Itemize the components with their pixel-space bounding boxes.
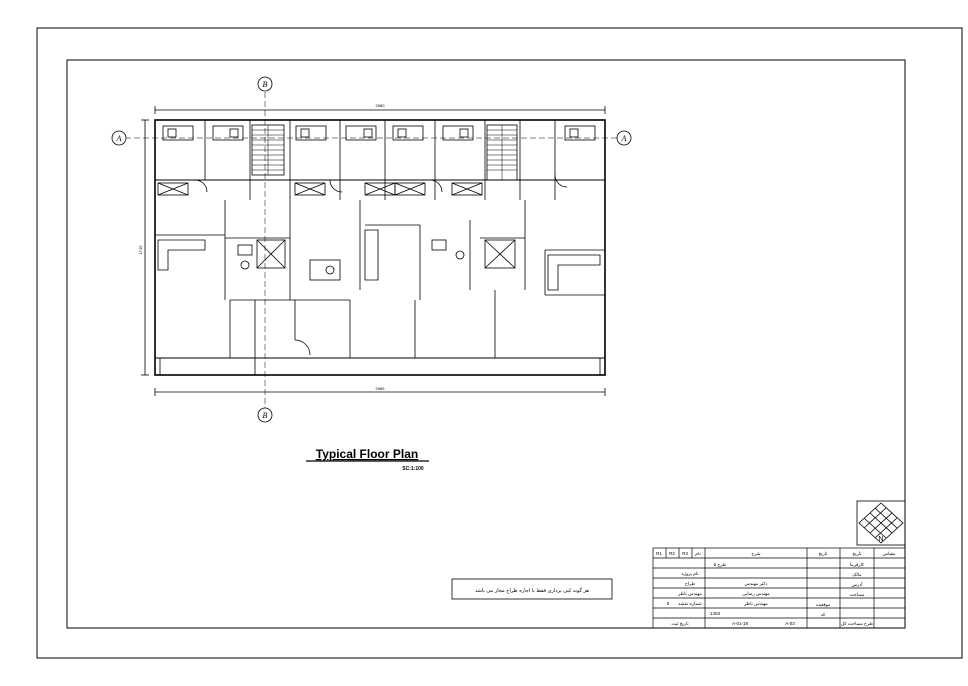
tb-left-2: مهندس ناظر [677, 591, 702, 597]
drawing-scale: SC:1:100 [402, 466, 424, 472]
outer-border [36, 27, 963, 659]
tb-left-1: طراح [685, 581, 696, 587]
svg-text:B: B [263, 411, 268, 420]
tb-left-4: تاریخ ثبت [671, 621, 689, 627]
floor-plan [125, 92, 620, 408]
tb-desc-header: شرح [751, 551, 760, 557]
tb-r1: R1 [656, 551, 662, 556]
tb-mid-4: A-03 [785, 621, 795, 626]
dim-left-label: 1715 [138, 245, 143, 255]
svg-text:A: A [116, 134, 122, 143]
tb-r3: R3 [682, 551, 688, 556]
tb-code: A-01-18 [732, 621, 749, 626]
tb-scale-header: مقیاس [883, 551, 896, 557]
grid-bubble-bottom: B [257, 407, 273, 423]
tb-right-2: آدرس [852, 581, 864, 588]
drawing-title: Typical Floor Plan [316, 447, 418, 461]
title-block [652, 547, 906, 629]
dim-bottom-label: 2985 [376, 386, 386, 391]
grid-bubble-top: B [257, 76, 273, 92]
tb-mid-0: طرح ۵ [714, 562, 727, 568]
tb-right-4: موقعیت [816, 602, 831, 608]
tb-right-5: کد [821, 612, 826, 617]
copyright-note-box [451, 578, 613, 600]
tb-bottom-note: طرح مساحت کل [841, 621, 873, 627]
tb-r2: R2 [669, 551, 675, 556]
compass-rose [856, 500, 906, 546]
tb-right-0: کارفرما [850, 562, 865, 568]
grid-bubble-right: A [616, 130, 632, 146]
svg-text:B: B [263, 80, 268, 89]
tb-mid-3: مهندس ناظر [743, 601, 768, 607]
inner-border [66, 59, 906, 629]
svg-text:A: A [621, 134, 627, 143]
tb-left-0: نام پروژه [681, 571, 698, 577]
tb-name-header: نام [695, 551, 700, 557]
tb-date-header: تاریخ [819, 551, 829, 557]
tb-right-1: مالک [852, 572, 862, 577]
compass-north-letter: N [878, 536, 883, 543]
copyright-note: هر گونه کپی برداری فقط با اجازه طراح مجا… [475, 587, 589, 594]
dim-top-label: 2980 [376, 103, 386, 108]
tb-right-3: مساحت [850, 592, 866, 597]
tb-date: 1403 [710, 611, 721, 616]
tb-mid-1: دکتر مهندس [745, 581, 768, 587]
tb-date2-header: تاریخ [853, 551, 863, 557]
tb-number: 0 [667, 601, 670, 606]
tb-left-3: شماره نقشه [678, 601, 702, 607]
tb-mid-2: مهندس رضایی [742, 591, 770, 597]
grid-bubble-left: A [111, 130, 127, 146]
